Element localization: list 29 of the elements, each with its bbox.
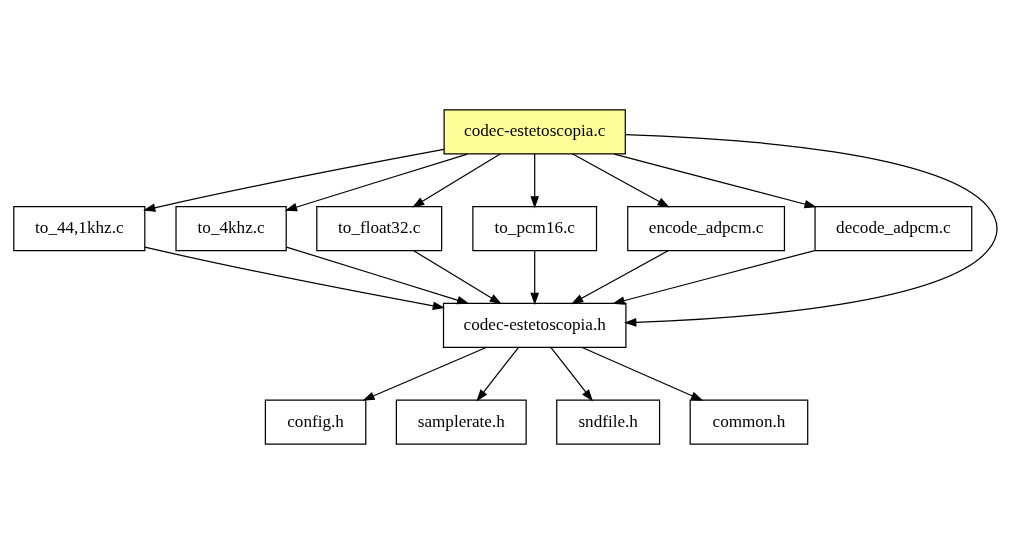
arrow bbox=[572, 153, 670, 208]
node-box: config.h bbox=[264, 399, 367, 445]
arrow bbox=[412, 153, 501, 208]
node-box: to_float32.c bbox=[316, 206, 443, 252]
node-box: to_pcm16.c bbox=[472, 206, 598, 252]
node-box: codec-estetoscopia.h bbox=[442, 302, 627, 348]
arrow bbox=[613, 153, 817, 209]
arrow bbox=[550, 346, 594, 402]
arrow bbox=[571, 250, 669, 305]
node-box: decode_adpcm.c bbox=[814, 206, 973, 252]
arrow bbox=[624, 133, 998, 327]
node-box: common.h bbox=[689, 399, 809, 445]
node-box: encode_adpcm.c bbox=[627, 206, 786, 252]
arrow bbox=[476, 346, 519, 402]
arrow bbox=[413, 250, 502, 305]
node-box: to_44,1khz.c bbox=[13, 206, 146, 252]
arrow bbox=[144, 246, 445, 311]
arrow bbox=[581, 346, 704, 401]
arrow bbox=[362, 346, 487, 401]
arrow bbox=[285, 246, 470, 305]
node-box: codec-estetoscopia.c bbox=[443, 109, 626, 155]
arrow bbox=[530, 153, 539, 209]
arrow bbox=[612, 249, 816, 305]
node-box: samplerate.h bbox=[395, 399, 527, 445]
arrow bbox=[530, 250, 539, 306]
node-box: sndfile.h bbox=[556, 399, 661, 445]
arrow bbox=[143, 148, 445, 212]
node-box: to_4khz.c bbox=[175, 206, 287, 252]
arrow bbox=[284, 153, 468, 212]
